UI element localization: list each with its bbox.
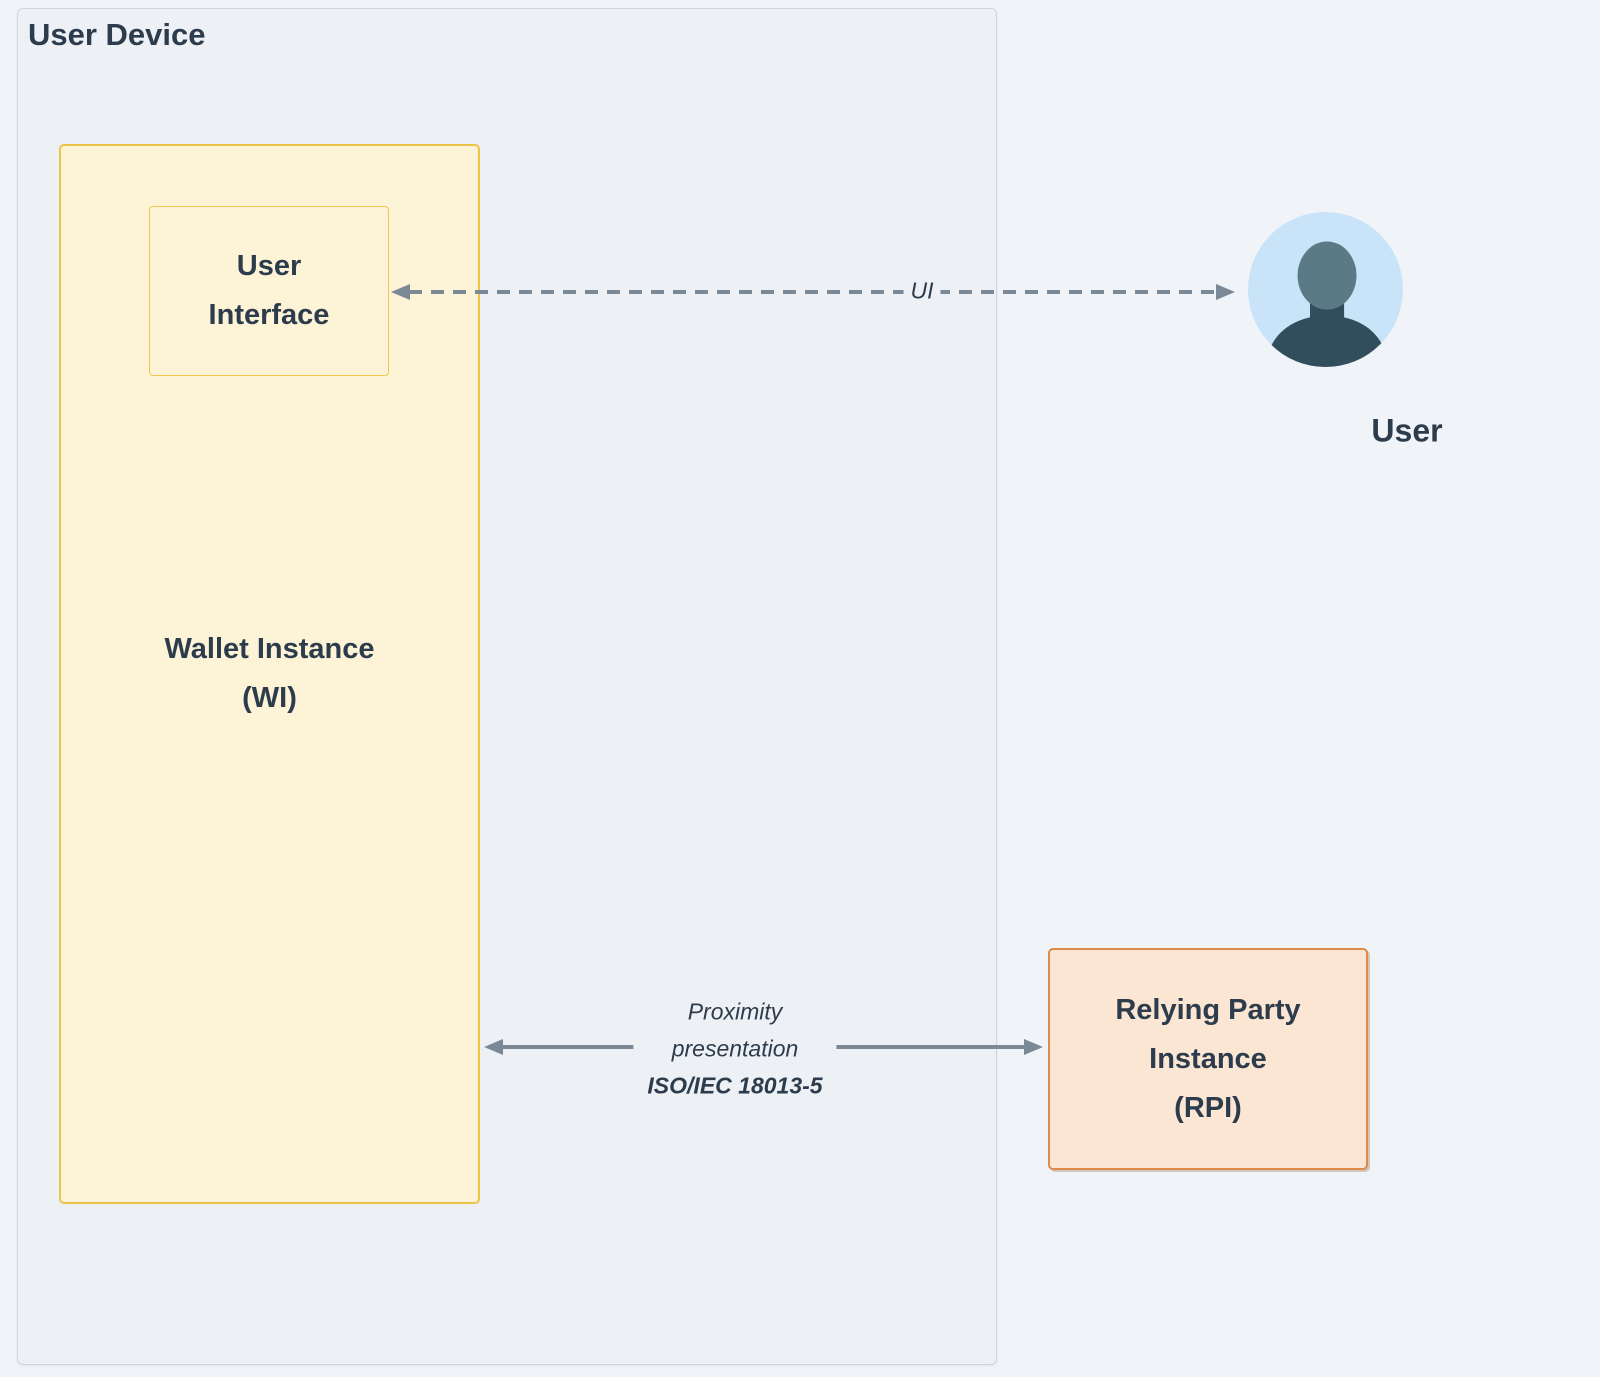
proximity-edge-label-line1: Proximity [687, 998, 783, 1025]
user-avatar [1248, 212, 1403, 367]
user-label: User [1371, 412, 1443, 449]
proximity-edge-label-line3: ISO/IEC 18013-5 [647, 1072, 823, 1099]
person-avatar-icon [1248, 212, 1403, 367]
ui-edge-right-arrowhead [1216, 284, 1235, 300]
user-interface-label-line2: Interface [208, 299, 330, 331]
proximity-edge-label: Proximity presentation ISO/IEC 18013-5 [633, 993, 837, 1105]
user-interface-box: User Interface [149, 206, 389, 376]
proximity-edge-right-arrowhead [1024, 1039, 1043, 1055]
relying-party-label-line3: (RPI) [1174, 1091, 1242, 1124]
wallet-instance-label: Wallet Instance (WI) [61, 146, 478, 1202]
user-interface-label-line1: User [236, 250, 302, 282]
relying-party-label-line2: Instance [1149, 1042, 1267, 1075]
proximity-edge-label-line2: presentation [671, 1035, 799, 1062]
wallet-instance-box: Wallet Instance (WI) User Interface [59, 144, 480, 1204]
wallet-instance-label-line1: Wallet Instance [164, 633, 375, 665]
relying-party-instance-box: Relying Party Instance (RPI) [1048, 948, 1368, 1170]
user-device-container: User Device Wallet Instance (WI) User In… [17, 8, 997, 1365]
wallet-instance-label-line2: (WI) [242, 682, 297, 714]
user-device-label: User Device [28, 17, 206, 52]
relying-party-label-line1: Relying Party [1115, 993, 1301, 1026]
ui-edge-label: UI [903, 275, 941, 307]
